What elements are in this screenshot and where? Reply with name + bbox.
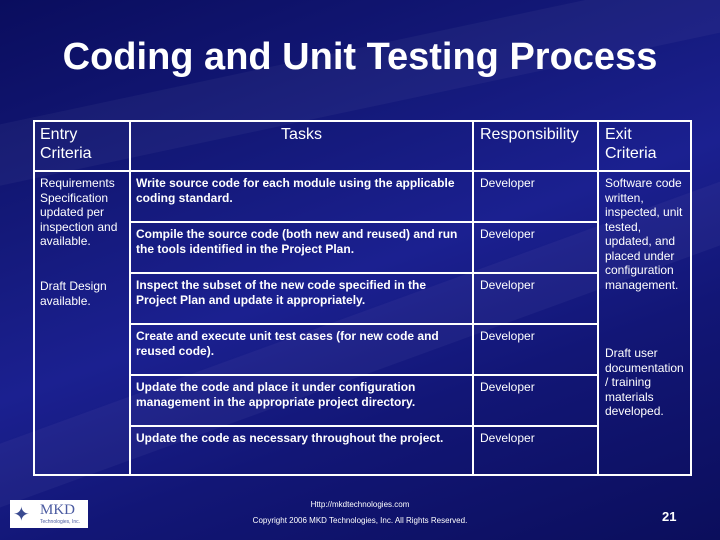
logo-text: MKD [40,502,76,518]
column-divider [597,122,599,474]
header-tasks: Tasks [281,126,322,143]
entry-criterion: Draft Design available. [40,279,107,308]
company-logo: ✦ MKD Technologies, Inc. [10,500,88,528]
responsibility-cell: Developer [480,380,535,394]
row-divider [129,272,599,274]
header-entry-criteria: Entry Criteria [40,126,92,162]
slide-title: Coding and Unit Testing Process [62,36,658,78]
row-divider [129,221,599,223]
entry-criterion: Requirements Specification updated per i… [40,176,118,248]
responsibility-cell: Developer [480,227,535,241]
task-cell: Compile the source code (both new and re… [136,227,458,256]
logo-subtext: Technologies, Inc. [40,519,81,525]
responsibility-cell: Developer [480,329,535,343]
process-table: Entry Criteria Tasks Responsibility Exit… [33,120,692,476]
footer-copyright: Copyright 2006 MKD Technologies, Inc. Al… [252,516,468,525]
column-divider [129,122,131,474]
exit-criterion: Draft user documentation / training mate… [605,346,684,418]
footer-url[interactable]: Http://mkdtechnologies.com [310,500,410,509]
header-exit-criteria: Exit Criteria [605,126,657,162]
row-divider [129,374,599,376]
header-responsibility: Responsibility [480,126,579,143]
task-cell: Update the code and place it under confi… [136,380,416,409]
exit-criterion: Software code written, inspected, unit t… [605,176,683,292]
task-cell: Write source code for each module using … [136,176,455,205]
task-cell: Create and execute unit test cases (for … [136,329,439,358]
row-divider [129,425,599,427]
task-cell: Inspect the subset of the new code speci… [136,278,427,307]
responsibility-cell: Developer [480,431,535,445]
compass-star-icon: ✦ [13,504,30,526]
responsibility-cell: Developer [480,176,535,190]
task-cell: Update the code as necessary throughout … [136,431,444,445]
header-divider [35,170,690,172]
page-number: 21 [662,509,677,524]
column-divider [472,122,474,474]
row-divider [129,323,599,325]
responsibility-cell: Developer [480,278,535,292]
